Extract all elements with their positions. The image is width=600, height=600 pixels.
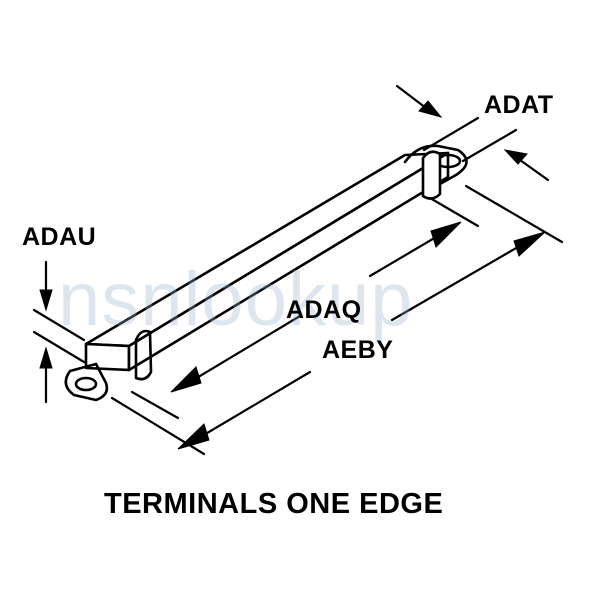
terminal-left bbox=[64, 329, 153, 402]
terminal-right-post bbox=[421, 150, 442, 200]
label-aeby: AEBY bbox=[322, 336, 394, 364]
terminal-left-hole bbox=[74, 376, 98, 392]
component-body bbox=[84, 151, 450, 372]
dim-adat bbox=[395, 84, 550, 182]
terminal-right bbox=[403, 144, 468, 200]
label-adau: ADAU bbox=[22, 223, 97, 251]
terminal-right-tab bbox=[403, 144, 468, 186]
diagram-caption: TERMINALS ONE EDGE bbox=[104, 488, 444, 520]
dim-aeby bbox=[110, 184, 564, 456]
terminal-left-post bbox=[134, 329, 153, 381]
body-side-face bbox=[127, 151, 450, 372]
label-adat: ADAT bbox=[484, 91, 554, 119]
dim-adaq bbox=[130, 196, 480, 420]
label-adaq: ADAQ bbox=[286, 296, 362, 324]
dim-adau bbox=[32, 260, 86, 404]
terminal-left-tab bbox=[64, 362, 109, 402]
watermark: nsnlookup bbox=[58, 257, 414, 342]
